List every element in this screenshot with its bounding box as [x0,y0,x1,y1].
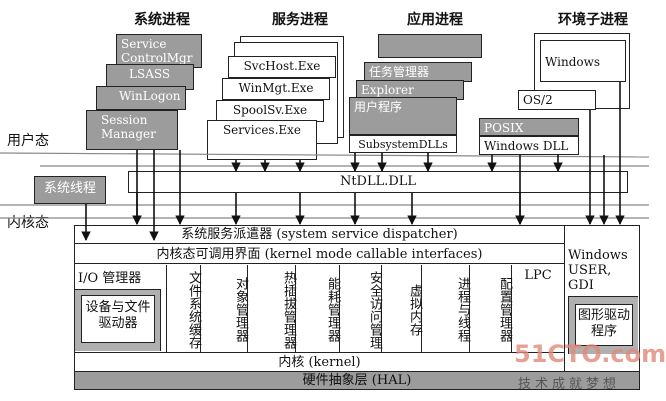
watermark-site: 51CTO.com [514,340,666,368]
box-windows-dll: Windows DLL [479,136,579,155]
box-winmgt: WinMgt.Exe [222,78,330,100]
device-drivers-box: 设备与文件驱动器 [81,295,155,343]
hal-bar: 硬件抽象层 (HAL) [74,371,640,390]
connector-layer [0,82,650,241]
mode-boundary-lines [0,152,650,219]
box-subsystem-dlls: SubsystemDLLs [349,135,457,153]
box-winlogon: WinLogon [96,86,186,110]
box-task-manager: 任务管理器 [364,62,472,82]
io-manager-label: I/O 管理器 [78,271,142,286]
header-app-processes: 应用进程 [407,12,463,28]
user-mode-label: 用户态 [7,133,49,149]
kernel-interfaces-bar: 内核态可调用界面 (kernel mode callable interface… [75,245,564,264]
box-windows-env: Windows [540,40,626,82]
box-services: Services.Exe [207,120,317,160]
gdi-divider [564,226,565,371]
box-posix: POSIX [479,118,579,136]
box-svchost: SvcHost.Exe [228,56,336,78]
box-spoolsv: SpoolSv.Exe [216,100,324,122]
header-system-processes: 系统进程 [134,12,190,28]
watermark-tagline: 技术成就梦想 [518,377,621,392]
process-thread-cell: 进程与线程 [422,265,470,352]
security-monitor-cell: 安全访问管理 [340,265,382,352]
box-explorer: Explorer [356,80,464,100]
file-cache-cell: 文件系统缓存 [167,265,201,352]
header-env-subsystems: 环境子进程 [558,12,628,28]
graphics-drivers-box: 图形驱动程序 [575,304,633,346]
box-user-program: 用户程序 [349,97,457,135]
power-manager-cell: 能耗管理器 [296,265,340,352]
dispatcher-bar: 系统服务派遣器 (system service dispatcher) [75,226,564,244]
config-manager-cell: 配置管理器 [470,265,512,352]
box-session-manager: Session Manager [86,110,178,150]
kernel-mode-label: 内核态 [7,215,49,231]
windows-user-gdi-label: Windows USER, GDI [568,248,628,293]
box-service-controlmgr: Service ControlMgr [116,34,202,68]
header-service-processes: 服务进程 [272,12,328,28]
pnp-manager-cell: 热插拔管理器 [248,265,296,352]
io-manager-cell: I/O 管理器 设备与文件驱动器 [75,265,167,352]
user-mode-boundary-line [0,152,650,158]
lpc-cell: LPC [524,268,552,283]
call-arrows [81,82,625,241]
system-threads-box: 系统线程 [34,176,106,204]
architecture-diagram: { "headers": { "system_processes": "系统进程… [0,12,666,392]
virtual-memory-cell: 虚拟内存 [382,265,422,352]
app-stack-back [378,34,482,58]
kernel-bar: 内核 (kernel) [75,352,564,371]
box-os2: OS/2 [518,90,596,110]
object-manager-cell: 对象管理器 [201,265,248,352]
